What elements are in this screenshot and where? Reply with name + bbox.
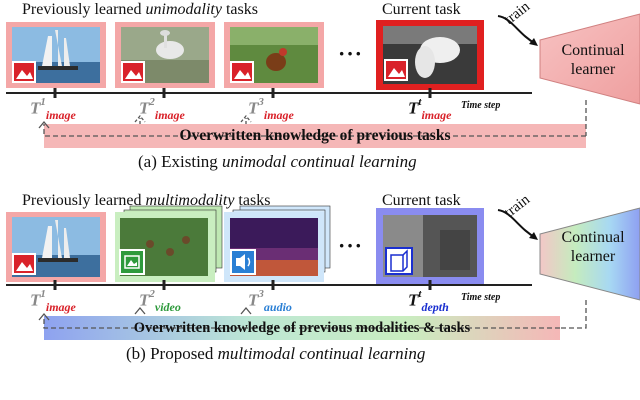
image-icon: [121, 61, 145, 83]
panel-a-current-task-label: Current task: [382, 1, 461, 18]
panel-b-time-step-label: Time step: [461, 292, 501, 303]
panel-a-t1-label: T1image: [30, 96, 76, 122]
panel-a-t3-label: T3image: [248, 96, 294, 122]
panel-b-thumbnails: [6, 205, 484, 284]
panel-a-header: Previously learned unimodality tasks: [22, 1, 258, 18]
panel-b-learner-shape: [539, 207, 640, 301]
image-icon: [12, 61, 36, 83]
image-icon: [12, 253, 36, 275]
panel-a-banner: Overwritten knowledge of previous tasks: [179, 127, 451, 144]
panel-a-learner-shape: [539, 13, 640, 105]
panel-a-caption: (a) Existing unimodal continual learning: [138, 152, 417, 171]
panel-b-t2-label: T2video: [139, 288, 181, 314]
video-icon: [119, 249, 145, 275]
panel-b-banner: Overwritten knowledge of previous modali…: [133, 320, 471, 336]
panel-a-time-step-label: Time step: [461, 100, 501, 111]
panel-b-caption: (b) Proposed multimodal continual learni…: [126, 344, 426, 363]
panel-b-tt-label: Ttdepth: [408, 288, 449, 314]
panel-b-t3-label: T3audio: [248, 288, 292, 314]
thumbnail-rooster-a: [224, 22, 324, 88]
panel-a-ellipsis: ···: [338, 41, 364, 66]
thumbnail-horses-video-b: [115, 205, 223, 282]
panel-a-timeline: [6, 13, 640, 148]
panel-b-current-task-label: Current task: [382, 192, 461, 209]
image-icon: [384, 59, 408, 81]
panel-b-header: Previously learned multimodality tasks: [22, 192, 271, 209]
depth-icon: [385, 247, 413, 275]
audio-icon: [230, 249, 256, 275]
panel-a-tt-label: Ttimage: [408, 96, 452, 122]
panel-b-ellipsis: ···: [338, 233, 364, 258]
image-icon: [230, 61, 254, 83]
panel-b-t1-label: T1image: [30, 288, 76, 314]
panel-b-timeline: [6, 207, 640, 340]
panel-a-t2-label: T2image: [139, 96, 185, 122]
panel-a-thumbnails: [6, 20, 484, 90]
